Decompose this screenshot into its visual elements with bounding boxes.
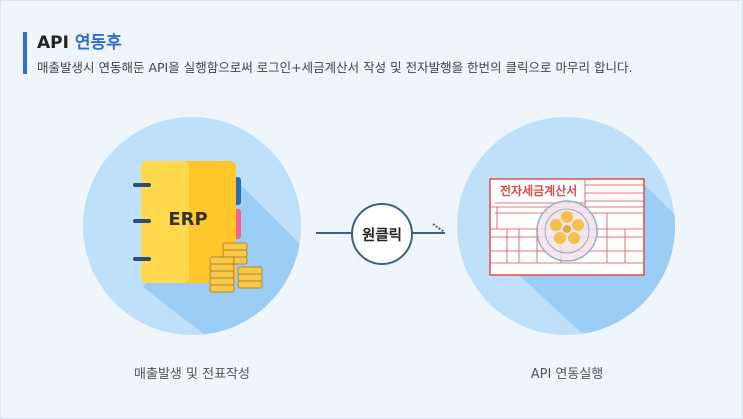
erp-binder-icon: ERP [133, 161, 301, 335]
tax-invoice-icon: 전자세금계산서 [489, 178, 675, 335]
coin-stack-icon [209, 242, 263, 293]
title-accent: 연동후 [74, 33, 122, 53]
title-prefix: API [37, 33, 75, 53]
government-seal-icon [536, 200, 598, 262]
erp-illustration: ERP [83, 117, 301, 335]
page-title: API 연동후 [37, 33, 632, 53]
api-caption: API 연동실행 [530, 367, 604, 382]
arrow-tip-icon [432, 223, 445, 233]
erp-caption: 매출발생 및 전표작성 [134, 367, 250, 382]
invoice-illustration: 전자세금계산서 [457, 117, 675, 335]
erp-label: ERP [168, 209, 207, 230]
one-click-badge: 원클릭 [351, 203, 413, 265]
connector-line-right [411, 232, 445, 234]
section-header: API 연동후 매출발생시 연동해둔 API을 실행함으로써 로그인+세금계산서… [23, 32, 633, 75]
invoice-title: 전자세금계산서 [500, 183, 577, 198]
connector-line-left [316, 232, 352, 234]
page-subtitle: 매출발생시 연동해둔 API을 실행함으로써 로그인+세금계산서 작성 및 전자… [37, 60, 633, 75]
